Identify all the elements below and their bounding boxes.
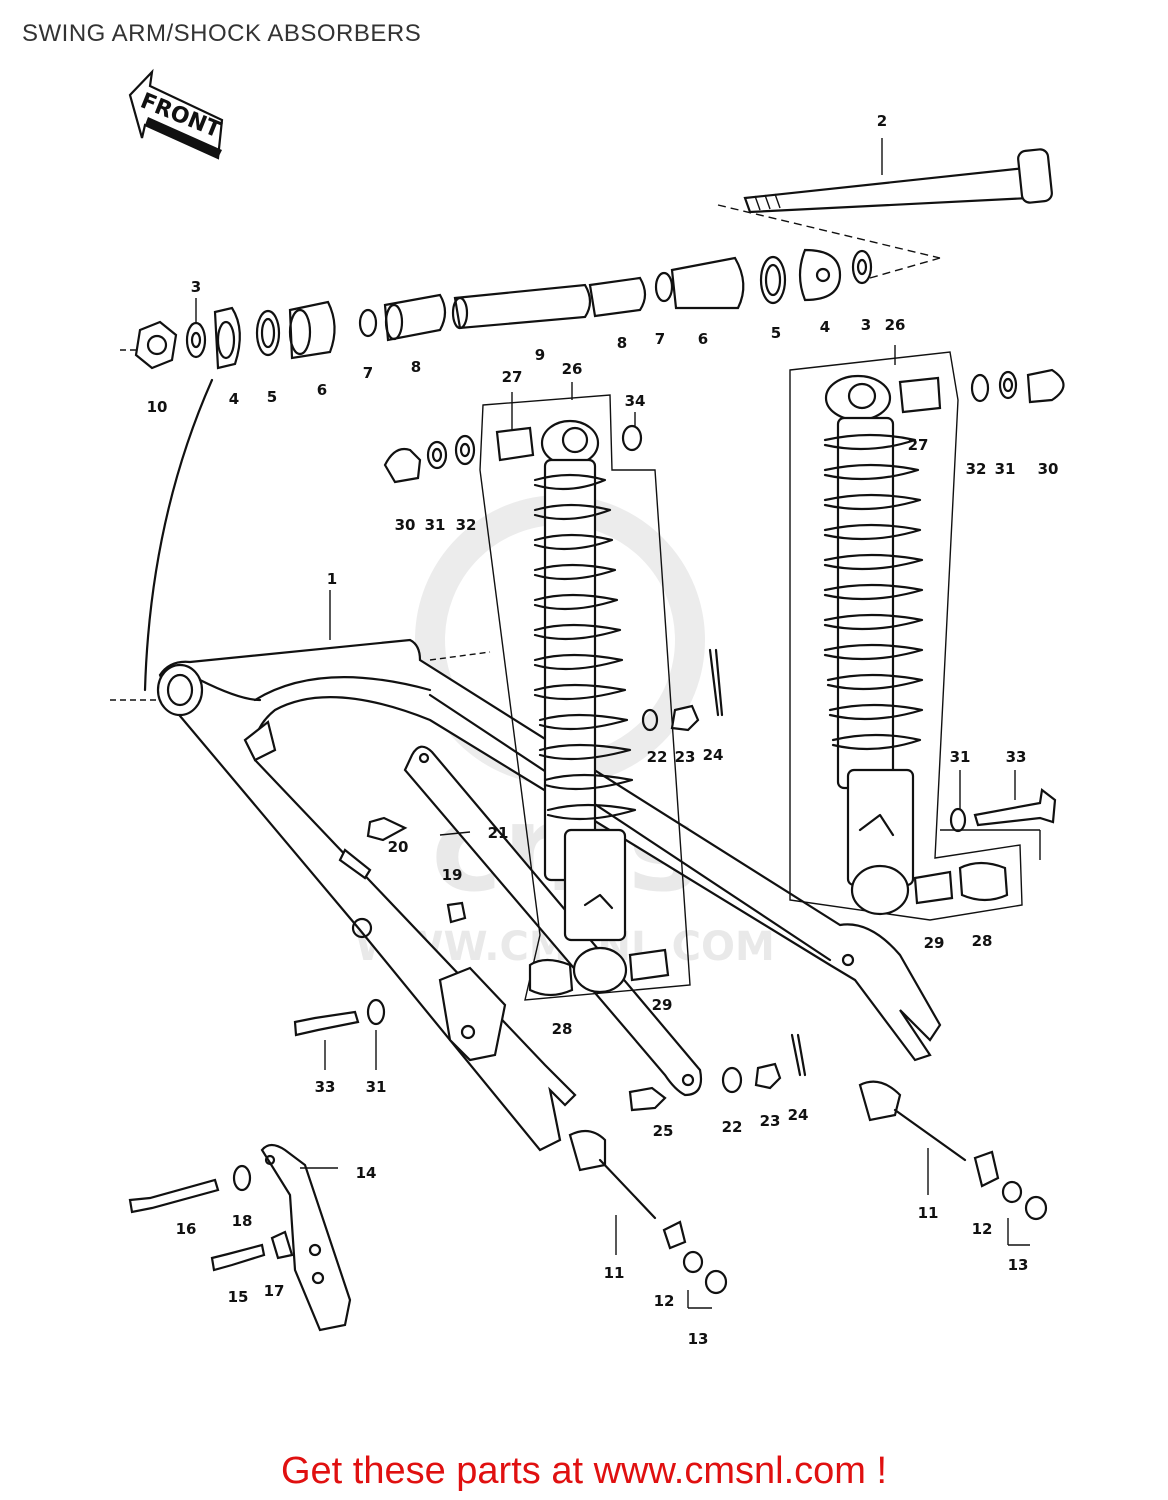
callout-8: 8	[411, 358, 421, 376]
callout-19: 19	[442, 866, 463, 884]
callout-16: 16	[176, 1220, 197, 1238]
callout-30: 30	[1038, 460, 1059, 478]
callout-27: 27	[908, 436, 929, 454]
callout-31: 31	[425, 516, 446, 534]
callout-2: 2	[877, 112, 887, 130]
callout-31: 31	[366, 1078, 387, 1096]
swing-arm	[110, 638, 942, 1152]
callout-30: 30	[395, 516, 416, 534]
callout-7: 7	[363, 364, 373, 382]
leader-lines	[195, 138, 1041, 1309]
callout-24: 24	[788, 1106, 809, 1124]
shock-absorber-left	[479, 394, 691, 1001]
callout-12: 12	[654, 1292, 675, 1310]
shock-top-hardware	[383, 368, 1065, 484]
callout-4: 4	[820, 318, 830, 336]
callout-34: 34	[625, 392, 646, 410]
callout-6: 6	[698, 330, 708, 348]
callout-5: 5	[267, 388, 277, 406]
pivot-bushings	[120, 248, 873, 370]
callout-3: 3	[861, 316, 871, 334]
callout-23: 23	[675, 748, 696, 766]
callout-11: 11	[604, 1264, 625, 1282]
callout-32: 32	[966, 460, 987, 478]
callout-28: 28	[552, 1020, 573, 1038]
footer-link[interactable]: Get these parts at www.cmsnl.com !	[280, 1450, 888, 1492]
callout-24: 24	[703, 746, 724, 764]
callout-7: 7	[655, 330, 665, 348]
pivot-bolt	[717, 148, 1053, 279]
callout-4: 4	[229, 390, 239, 408]
callout-31: 31	[995, 460, 1016, 478]
callout-23: 23	[760, 1112, 781, 1130]
callout-20: 20	[388, 838, 409, 856]
callout-33: 33	[315, 1078, 336, 1096]
callout-26: 26	[562, 360, 583, 378]
callout-3: 3	[191, 278, 201, 296]
callout-32: 32	[456, 516, 477, 534]
callout-22: 22	[647, 748, 668, 766]
callout-6: 6	[317, 381, 327, 399]
callout-31: 31	[950, 748, 971, 766]
callout-10: 10	[147, 398, 168, 416]
callout-29: 29	[652, 996, 673, 1014]
callout-17: 17	[264, 1282, 285, 1300]
spring-coils-right	[823, 433, 924, 751]
callout-13: 13	[1008, 1256, 1029, 1274]
chain-adjuster-link	[403, 745, 703, 1097]
callout-9: 9	[535, 346, 545, 364]
front-arrow-icon: FRONT	[128, 68, 224, 160]
callout-18: 18	[232, 1212, 253, 1230]
callout-26: 26	[885, 316, 906, 334]
callout-22: 22	[722, 1118, 743, 1136]
callout-11: 11	[918, 1204, 939, 1222]
spring-coils-left	[533, 473, 637, 821]
callout-13: 13	[688, 1330, 709, 1348]
page-title: SWING ARM/SHOCK ABSORBERS	[22, 20, 422, 47]
callout-8: 8	[617, 334, 627, 352]
callout-14: 14	[356, 1164, 377, 1182]
callout-33: 33	[1006, 748, 1027, 766]
callout-15: 15	[228, 1288, 249, 1306]
callout-28: 28	[972, 932, 993, 950]
callout-12: 12	[972, 1220, 993, 1238]
shock-absorber-right	[789, 351, 1023, 921]
callout-27: 27	[502, 368, 523, 386]
callout-1: 1	[327, 570, 337, 588]
callout-29: 29	[924, 934, 945, 952]
callout-5: 5	[771, 324, 781, 342]
callout-21: 21	[488, 824, 509, 842]
callout-25: 25	[653, 1122, 674, 1140]
callout-labels: 2 3 3 4 4 5 5 6 6 7 7 8 8 9 10 11 11 12 …	[147, 112, 1059, 1348]
small-hardware	[128, 648, 1057, 1332]
